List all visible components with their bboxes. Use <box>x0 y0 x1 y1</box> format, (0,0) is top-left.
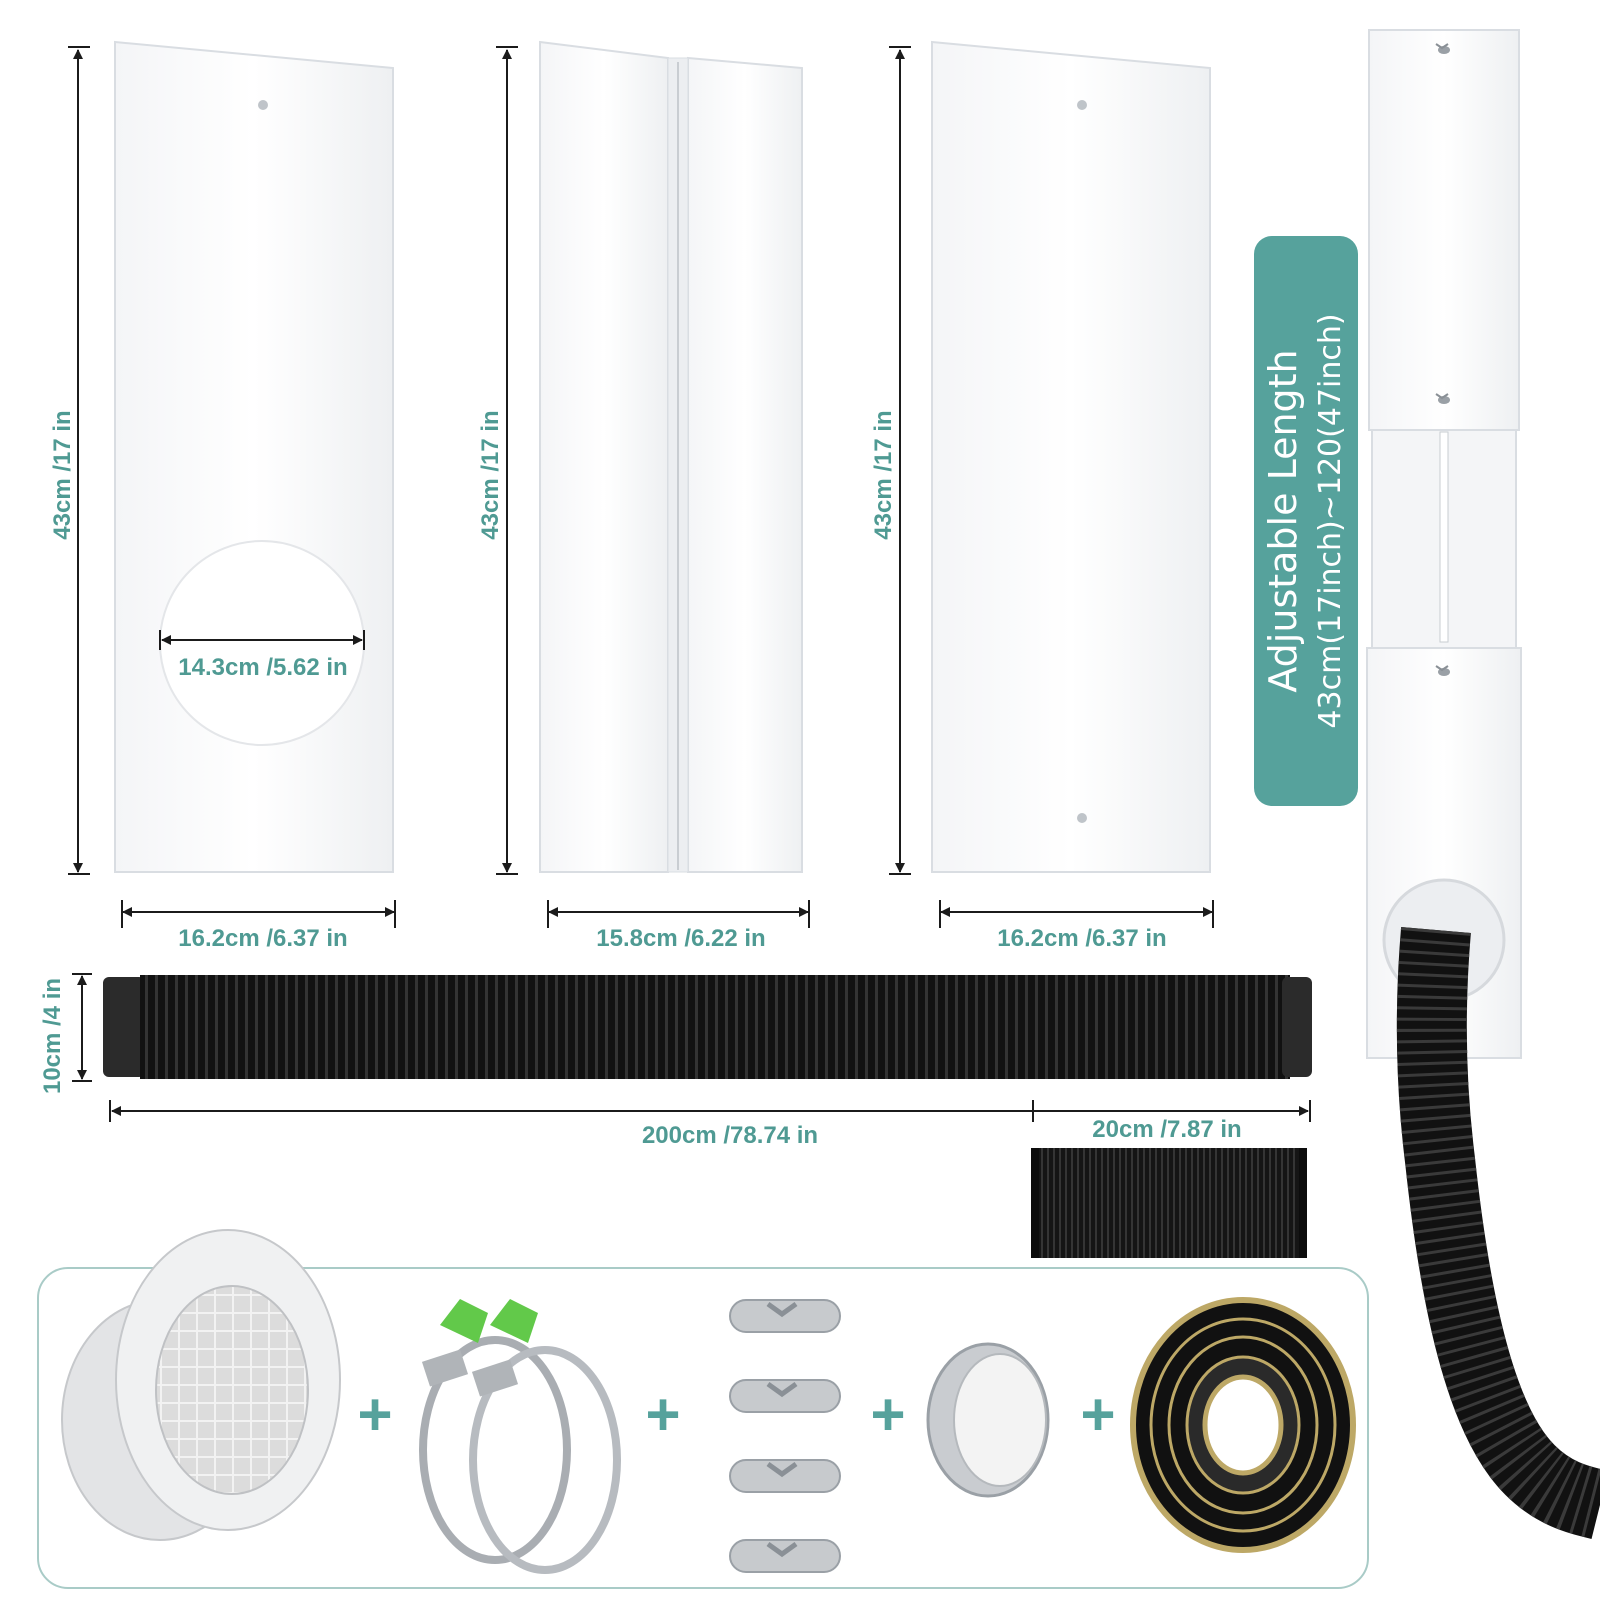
exhaust-hole <box>159 540 365 746</box>
plus-sign: + <box>1080 1381 1115 1448</box>
aluminum-tape-icon <box>926 1342 1050 1498</box>
panel-2-width-label: 15.8cm /6.22 in <box>596 925 765 952</box>
panel-3-width-label: 16.2cm /6.37 in <box>997 925 1166 952</box>
panel-3-height-label: 43cm /17 in <box>870 410 897 539</box>
badge-title: Adjustable Length <box>1261 349 1305 692</box>
wing-screws-icon <box>729 1299 841 1573</box>
panel-1-width-label: 16.2cm /6.37 in <box>178 925 347 952</box>
window-panel-2 <box>539 40 803 873</box>
wing-screw-icon <box>1435 393 1450 404</box>
wing-screw-icon <box>1435 43 1450 54</box>
window-panel-1 <box>114 40 394 873</box>
hose-diameter-label: 10cm /4 in <box>39 978 66 1094</box>
wing-screw-icon <box>1435 665 1450 676</box>
accessories-box <box>37 1267 1369 1589</box>
assembled-window-kit <box>1366 29 1600 1539</box>
hose-clamps-icon <box>419 1299 621 1574</box>
window-adapter-icon <box>61 1229 341 1541</box>
hose-extension <box>1031 1148 1307 1258</box>
plus-sign: + <box>357 1381 392 1448</box>
adjustable-length-badge: Adjustable Length 43cm(17inch)~120(47inc… <box>1254 236 1358 806</box>
plus-sign: + <box>870 1381 905 1448</box>
plus-sign: + <box>645 1381 680 1448</box>
badge-range: 43cm(17inch)~120(47inch) <box>1313 313 1348 728</box>
panel-1-height-label: 43cm /17 in <box>49 410 76 539</box>
hose-length-label: 200cm /78.74 in <box>642 1122 818 1149</box>
hole-diameter-label: 14.3cm /5.62 in <box>178 654 347 681</box>
hose-extension-label: 20cm /7.87 in <box>1092 1116 1241 1143</box>
window-panel-3 <box>931 40 1211 873</box>
panel-2-height-label: 43cm /17 in <box>477 410 504 539</box>
bent-hose <box>1396 927 1600 1539</box>
foam-seal-tape-icon <box>1130 1297 1356 1553</box>
exhaust-hose <box>103 975 1312 1079</box>
